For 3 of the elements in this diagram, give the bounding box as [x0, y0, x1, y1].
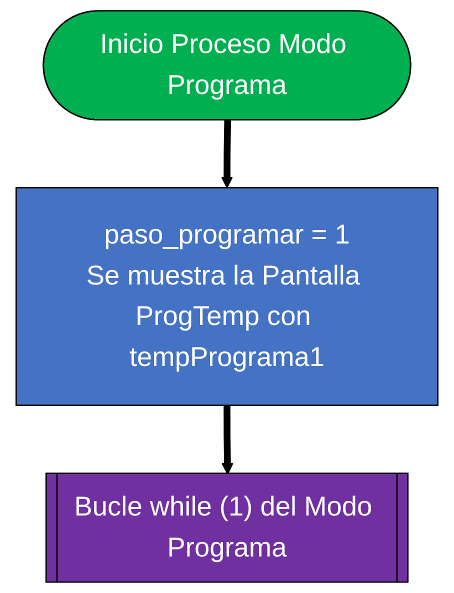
node-box: paso_programar = 1 Se muestra la Pantalla ProgTemp con tempPrograma1: [16, 187, 438, 406]
arrow: [221, 120, 233, 188]
arrow: [221, 405, 234, 475]
